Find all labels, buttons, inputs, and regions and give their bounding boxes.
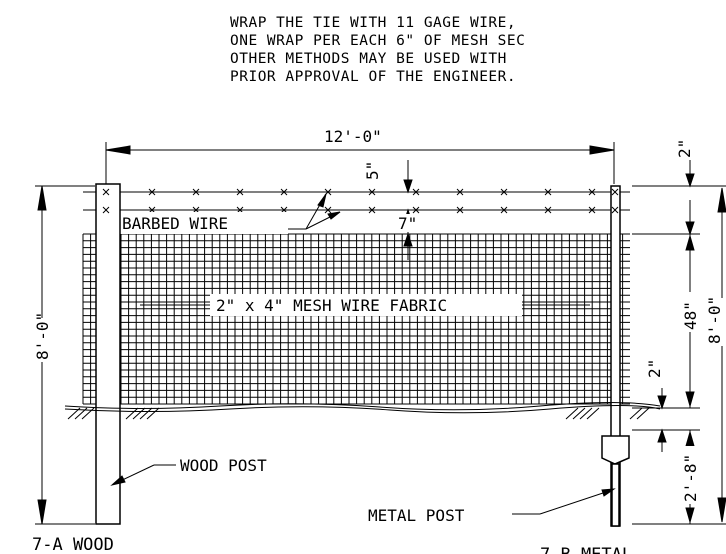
metal-post-anchor [601,435,630,465]
barbed-wire-leaders [288,193,341,230]
dim-embed-depth: 2'-8" [681,454,700,502]
dim-total-left-label: 8'-0" [33,312,52,360]
dim-embed-backing [680,446,700,504]
dim-barb-gap-lower: 7" [398,214,417,233]
dim-top-clear: 2" [675,139,694,158]
dim-ground-clear: 2" [645,359,664,378]
barb [544,206,552,214]
note-line-1: WRAP THE TIE WITH 11 GAGE WIRE, [230,15,516,31]
note-line-2: ONE WRAP PER EACH 6" OF MESH SEC [230,33,525,49]
metal-post-label: METAL POST [368,506,465,525]
caption-wood: 7-A WOOD [32,535,114,554]
wood-post-label: WOOD POST [180,456,267,475]
barb [236,188,244,196]
dim-fabric-height: 48" [681,301,700,330]
dim-total-right-backing [706,298,724,346]
barb [500,206,508,214]
wood-post [95,183,121,525]
mesh-label-backing [210,294,522,316]
barb [544,188,552,196]
barb [500,188,508,196]
post-leaders [110,464,616,515]
dim-total-right-label: 8'-0" [705,296,724,344]
barbs [148,188,596,214]
dim-total-left-backing [30,318,54,362]
barb [368,206,376,214]
barb [368,188,376,196]
barb [456,188,464,196]
dim-post-spacing-label: 12'-0" [324,127,382,146]
barb [588,206,596,214]
note-line-3: OTHER METHODS MAY BE USED WITH [230,51,507,67]
barb [148,188,156,196]
dim-fabric-backing [680,292,700,332]
mesh-label: 2" x 4" MESH WIRE FABRIC [216,296,447,315]
dim-right-stack [632,160,726,525]
metal-post-lower [611,463,620,527]
note-line-4: PRIOR APPROVAL OF THE ENGINEER. [230,69,516,85]
barb [456,206,464,214]
dim-barb-gap-lower-backing [394,214,420,232]
post-tie-marks [102,188,619,214]
mesh-wire-fabric [82,233,630,405]
barbed-label-backing [118,212,288,234]
barbed-wire-strands [83,191,630,211]
dim-post-spacing [105,142,615,184]
note-block: WRAP THE TIE WITH 11 GAGE WIRE, ONE WRAP… [230,15,525,85]
caption-metal: 7-B METAL [540,545,632,554]
ground-line [64,402,661,414]
barb [324,206,332,214]
barb [588,188,596,196]
barbed-wire-label: BARBED WIRE [122,214,228,233]
barb [192,188,200,196]
barb [280,188,288,196]
ground-hatch [67,407,650,420]
dim-barb-gap-top: 5" [363,161,382,180]
